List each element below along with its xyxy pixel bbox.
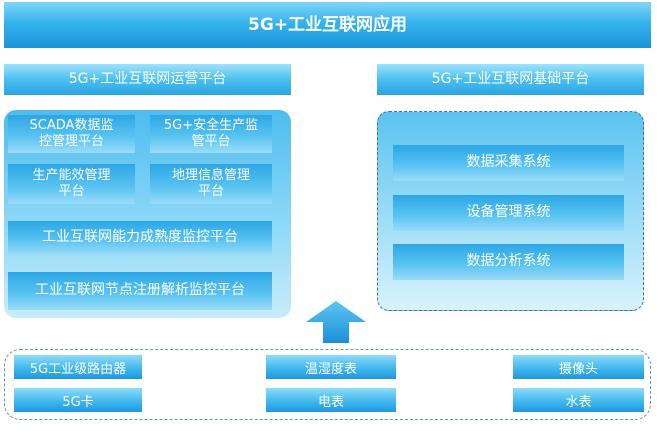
- device-thermo-hygrometer: 温湿度表: [266, 355, 396, 379]
- module-geo: 地理信息管理 平台: [150, 164, 272, 204]
- module-scada-line2: 控管理平台: [38, 134, 104, 149]
- device-power-meter: 电表: [266, 388, 396, 412]
- device-water-meter: 水表: [513, 388, 644, 412]
- module-energy: 生产能效管理 平台: [8, 164, 135, 204]
- module-registry: 工业互联网节点注册解析监控平台: [8, 272, 272, 310]
- base-platform-header: 5G+工业互联网基础平台: [377, 64, 644, 95]
- system-device-management: 设备管理系统: [393, 195, 624, 231]
- module-safety: 5G+安全生产监 管平台: [150, 115, 272, 153]
- module-energy-line1: 生产能效管理: [32, 167, 111, 183]
- module-scada: SCADA数据监 控管理平台: [8, 115, 135, 153]
- up-arrow-icon: [306, 301, 366, 343]
- module-maturity: 工业互联网能力成熟度监控平台: [8, 221, 272, 255]
- module-energy-line2: 平台: [58, 184, 85, 199]
- device-layer-frame: [4, 349, 651, 420]
- system-data-analysis: 数据分析系统: [393, 244, 624, 280]
- system-data-collection: 数据采集系统: [393, 145, 624, 181]
- device-5g-router: 5G工业级路由器: [14, 355, 142, 379]
- device-5g-card: 5G卡: [14, 388, 142, 412]
- module-geo-line2: 平台: [197, 184, 224, 199]
- module-safety-line1: 5G+安全生产监: [163, 117, 259, 133]
- device-camera: 摄像头: [513, 355, 644, 379]
- page-title: 5G+工业互联网应用: [4, 2, 651, 48]
- module-geo-line1: 地理信息管理: [171, 167, 250, 183]
- ops-platform-header: 5G+工业互联网运营平台: [4, 64, 291, 95]
- module-scada-line1: SCADA数据监: [29, 117, 114, 133]
- module-safety-line2: 管平台: [191, 134, 231, 149]
